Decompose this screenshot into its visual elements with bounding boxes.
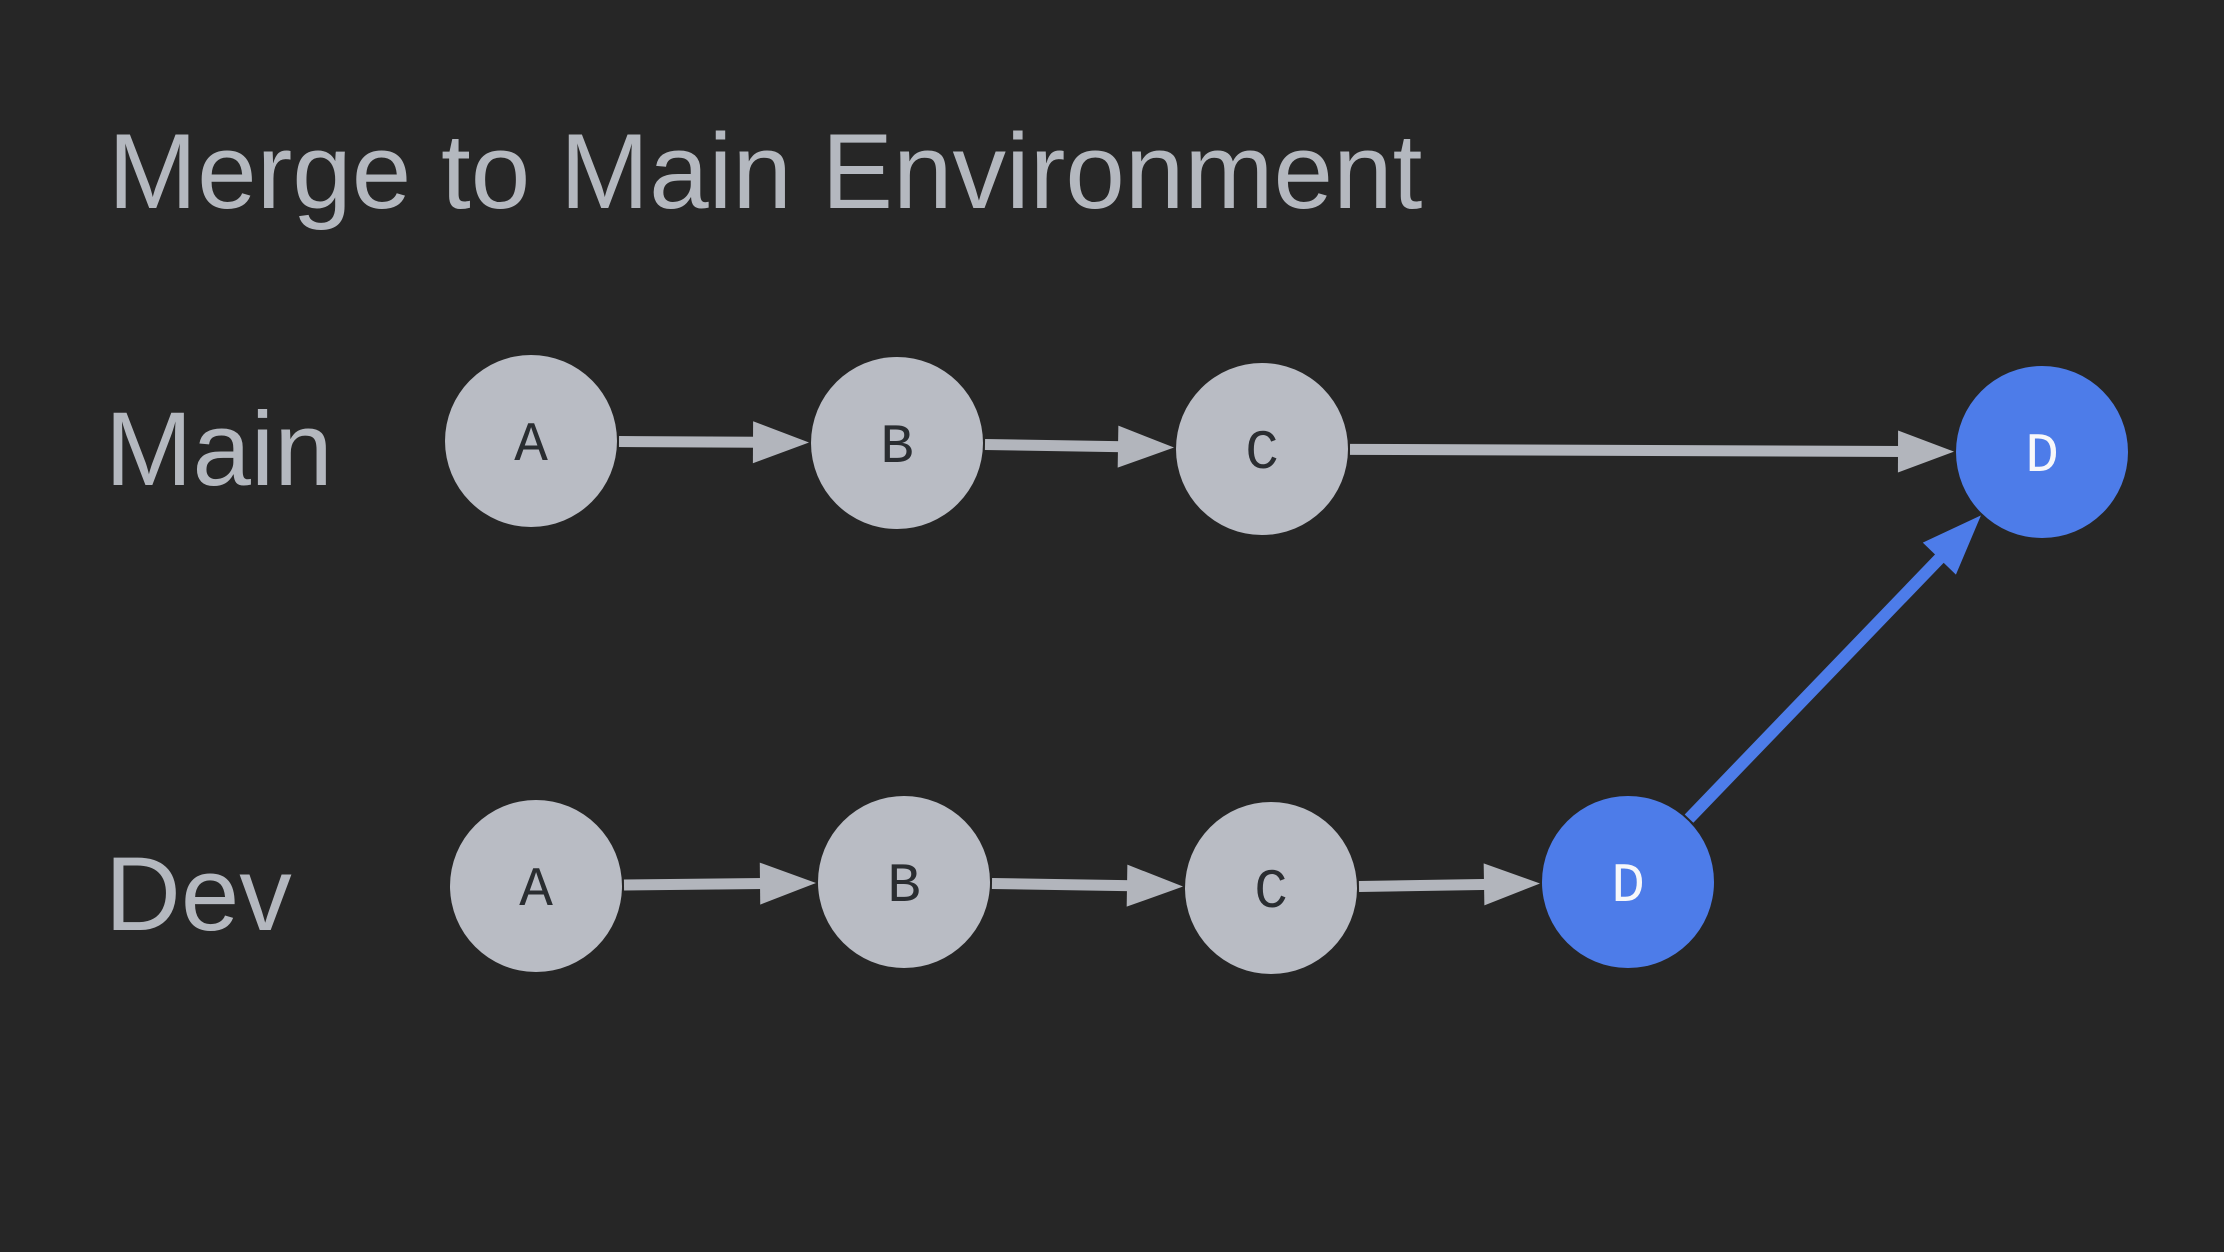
commit-node-dev-a: A — [450, 800, 622, 972]
diagram-title: Merge to Main Environment — [108, 111, 1423, 231]
edge-arrow-main-c-to-main-d — [1349, 430, 1955, 473]
commit-node-letter-dev-a: A — [519, 858, 553, 922]
lane-label-main: Main — [105, 391, 333, 508]
edge-arrow-dev-d-to-main-d — [1684, 515, 1981, 823]
edge-arrow-dev-c-to-dev-d — [1358, 863, 1541, 906]
commit-node-letter-dev-b: B — [887, 854, 921, 918]
edge-arrow-main-b-to-main-c — [984, 425, 1175, 468]
commit-node-letter-main-c: C — [1245, 421, 1279, 485]
commit-node-main-c: C — [1176, 363, 1348, 535]
commit-node-dev-b: B — [818, 796, 990, 968]
commit-node-dev-c: C — [1185, 802, 1357, 974]
commit-node-letter-main-a: A — [514, 413, 548, 477]
commit-node-letter-main-b: B — [880, 415, 914, 479]
commit-node-main-b: B — [811, 357, 983, 529]
edge-arrow-dev-a-to-dev-b — [623, 862, 817, 905]
edge-arrow-main-a-to-main-b — [618, 421, 810, 464]
edge-arrow-dev-b-to-dev-c — [991, 864, 1184, 907]
commit-node-dev-d: D — [1542, 796, 1714, 968]
commit-node-letter-dev-c: C — [1254, 860, 1288, 924]
commit-node-letter-main-d: D — [2025, 424, 2059, 488]
lane-label-dev: Dev — [105, 836, 292, 953]
commit-node-main-d: D — [1956, 366, 2128, 538]
commit-node-letter-dev-d: D — [1611, 854, 1645, 918]
commit-node-main-a: A — [445, 355, 617, 527]
